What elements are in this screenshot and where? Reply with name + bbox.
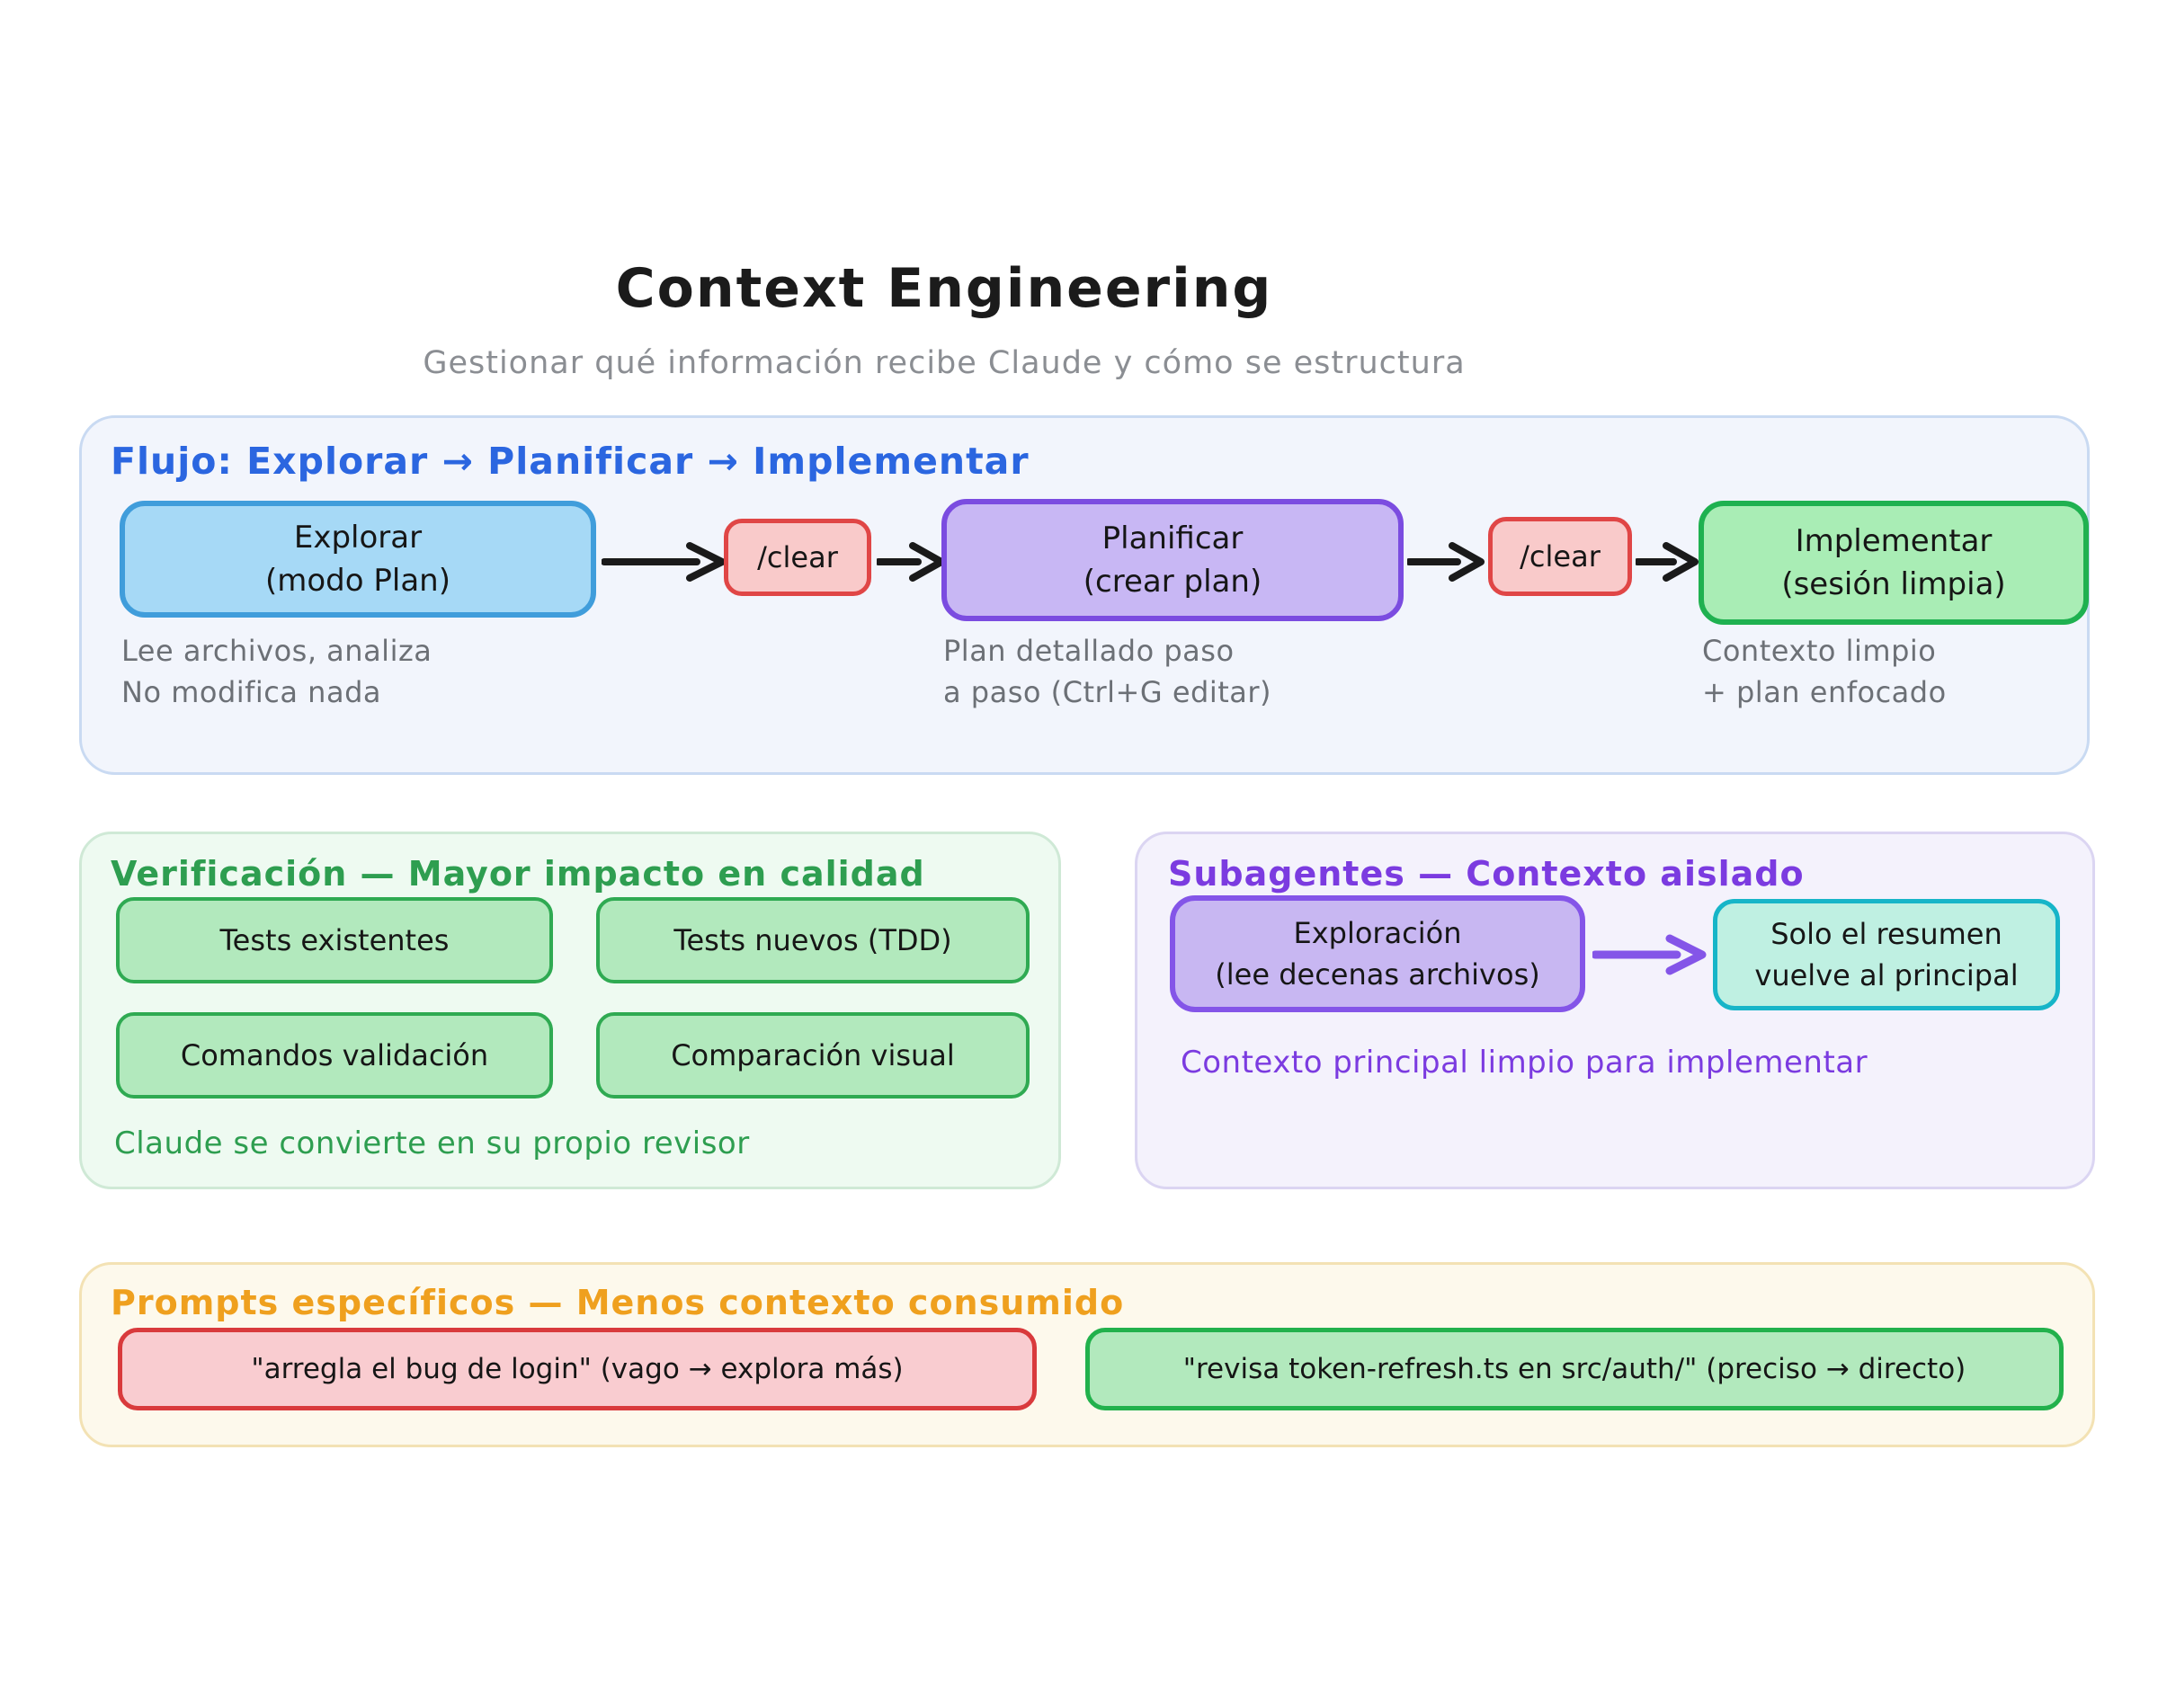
clear-node-2-label: /clear (1520, 539, 1601, 574)
flow-arrow-1-icon (602, 542, 726, 582)
verification-footer: Claude se convierte en su propio revisor (114, 1125, 750, 1161)
clear-node-2: /clear (1488, 517, 1632, 596)
flow-section: Flujo: Explorar → Planificar → Implement… (79, 415, 2090, 775)
subagent-summary-line2: vuelve al principal (1754, 958, 2019, 992)
verification-box-tests-nuevos: Tests nuevos (TDD) (596, 897, 1030, 983)
plan-node: Planificar (crear plan) (941, 499, 1404, 621)
clear-node-1-label: /clear (757, 540, 838, 574)
plan-note-line1: Plan detallado paso (943, 634, 1235, 668)
verification-box-comandos-validacion: Comandos validación (116, 1012, 553, 1099)
implement-node-label-line2: (sesión limpia) (1781, 566, 2006, 602)
subagent-exploration-node: Exploración (lee decenas archivos) (1170, 895, 1585, 1012)
flow-arrow-3-icon (1407, 542, 1485, 582)
subagent-summary-line1: Solo el resumen (1770, 917, 2002, 951)
implement-note-line2: + plan enfocado (1702, 675, 1947, 709)
explore-note-line1: Lee archivos, analiza (121, 634, 432, 668)
subagent-summary-node: Solo el resumen vuelve al principal (1713, 899, 2060, 1010)
verification-section: Verificación — Mayor impacto en calidad … (79, 832, 1061, 1189)
verification-section-header: Verificación — Mayor impacto en calidad (111, 854, 925, 894)
verification-box-label: Comandos validación (180, 1038, 489, 1072)
verification-box-label: Tests existentes (219, 923, 450, 957)
page-subtitle: Gestionar qué información recibe Claude … (423, 345, 1466, 381)
title-block: Context Engineering Gestionar qué inform… (45, 257, 1843, 381)
subagent-exploration-line1: Exploración (1293, 916, 1462, 950)
prompts-section-header: Prompts específicos — Menos contexto con… (111, 1283, 1125, 1322)
subagent-exploration-line2: (lee decenas archivos) (1215, 957, 1540, 992)
explore-note: Lee archivos, analiza No modifica nada (121, 630, 432, 713)
flow-arrow-4-icon (1636, 542, 1699, 582)
page-title: Context Engineering (615, 257, 1273, 320)
implement-node-label-line1: Implementar (1795, 523, 1993, 559)
plan-note-line2: a paso (Ctrl+G editar) (943, 675, 1272, 709)
explore-node: Explorar (modo Plan) (120, 501, 596, 618)
plan-node-label-line1: Planificar (1101, 520, 1244, 556)
subagents-footer: Contexto principal limpio para implement… (1181, 1045, 1868, 1081)
explore-node-label-line1: Explorar (293, 520, 423, 556)
implement-node: Implementar (sesión limpia) (1699, 501, 2089, 625)
prompts-section: Prompts específicos — Menos contexto con… (79, 1262, 2095, 1447)
plan-node-label-line2: (crear plan) (1083, 564, 1262, 600)
clear-node-1: /clear (724, 519, 871, 596)
subagents-section: Subagentes — Contexto aislado Exploració… (1135, 832, 2095, 1189)
prompt-vague-label: "arregla el bug de login" (vago → explor… (251, 1353, 904, 1385)
prompt-precise-box: "revisa token-refresh.ts en src/auth/" (… (1085, 1328, 2064, 1410)
explore-node-label-line2: (modo Plan) (265, 563, 450, 599)
subagents-section-header: Subagentes — Contexto aislado (1168, 854, 1805, 894)
flow-arrow-2-icon (877, 542, 945, 582)
prompt-precise-label: "revisa token-refresh.ts en src/auth/" (… (1182, 1353, 1966, 1385)
subagent-arrow-icon (1592, 934, 1707, 975)
verification-box-label: Comparación visual (671, 1038, 955, 1072)
explore-note-line2: No modifica nada (121, 675, 381, 709)
flow-section-header: Flujo: Explorar → Planificar → Implement… (111, 440, 1030, 483)
verification-box-comparacion-visual: Comparación visual (596, 1012, 1030, 1099)
implement-note: Contexto limpio + plan enfocado (1702, 630, 1947, 713)
plan-note: Plan detallado paso a paso (Ctrl+G edita… (943, 630, 1271, 713)
prompt-vague-box: "arregla el bug de login" (vago → explor… (118, 1328, 1037, 1410)
implement-note-line1: Contexto limpio (1702, 634, 1937, 668)
verification-box-tests-existentes: Tests existentes (116, 897, 553, 983)
verification-box-label: Tests nuevos (TDD) (673, 923, 952, 957)
